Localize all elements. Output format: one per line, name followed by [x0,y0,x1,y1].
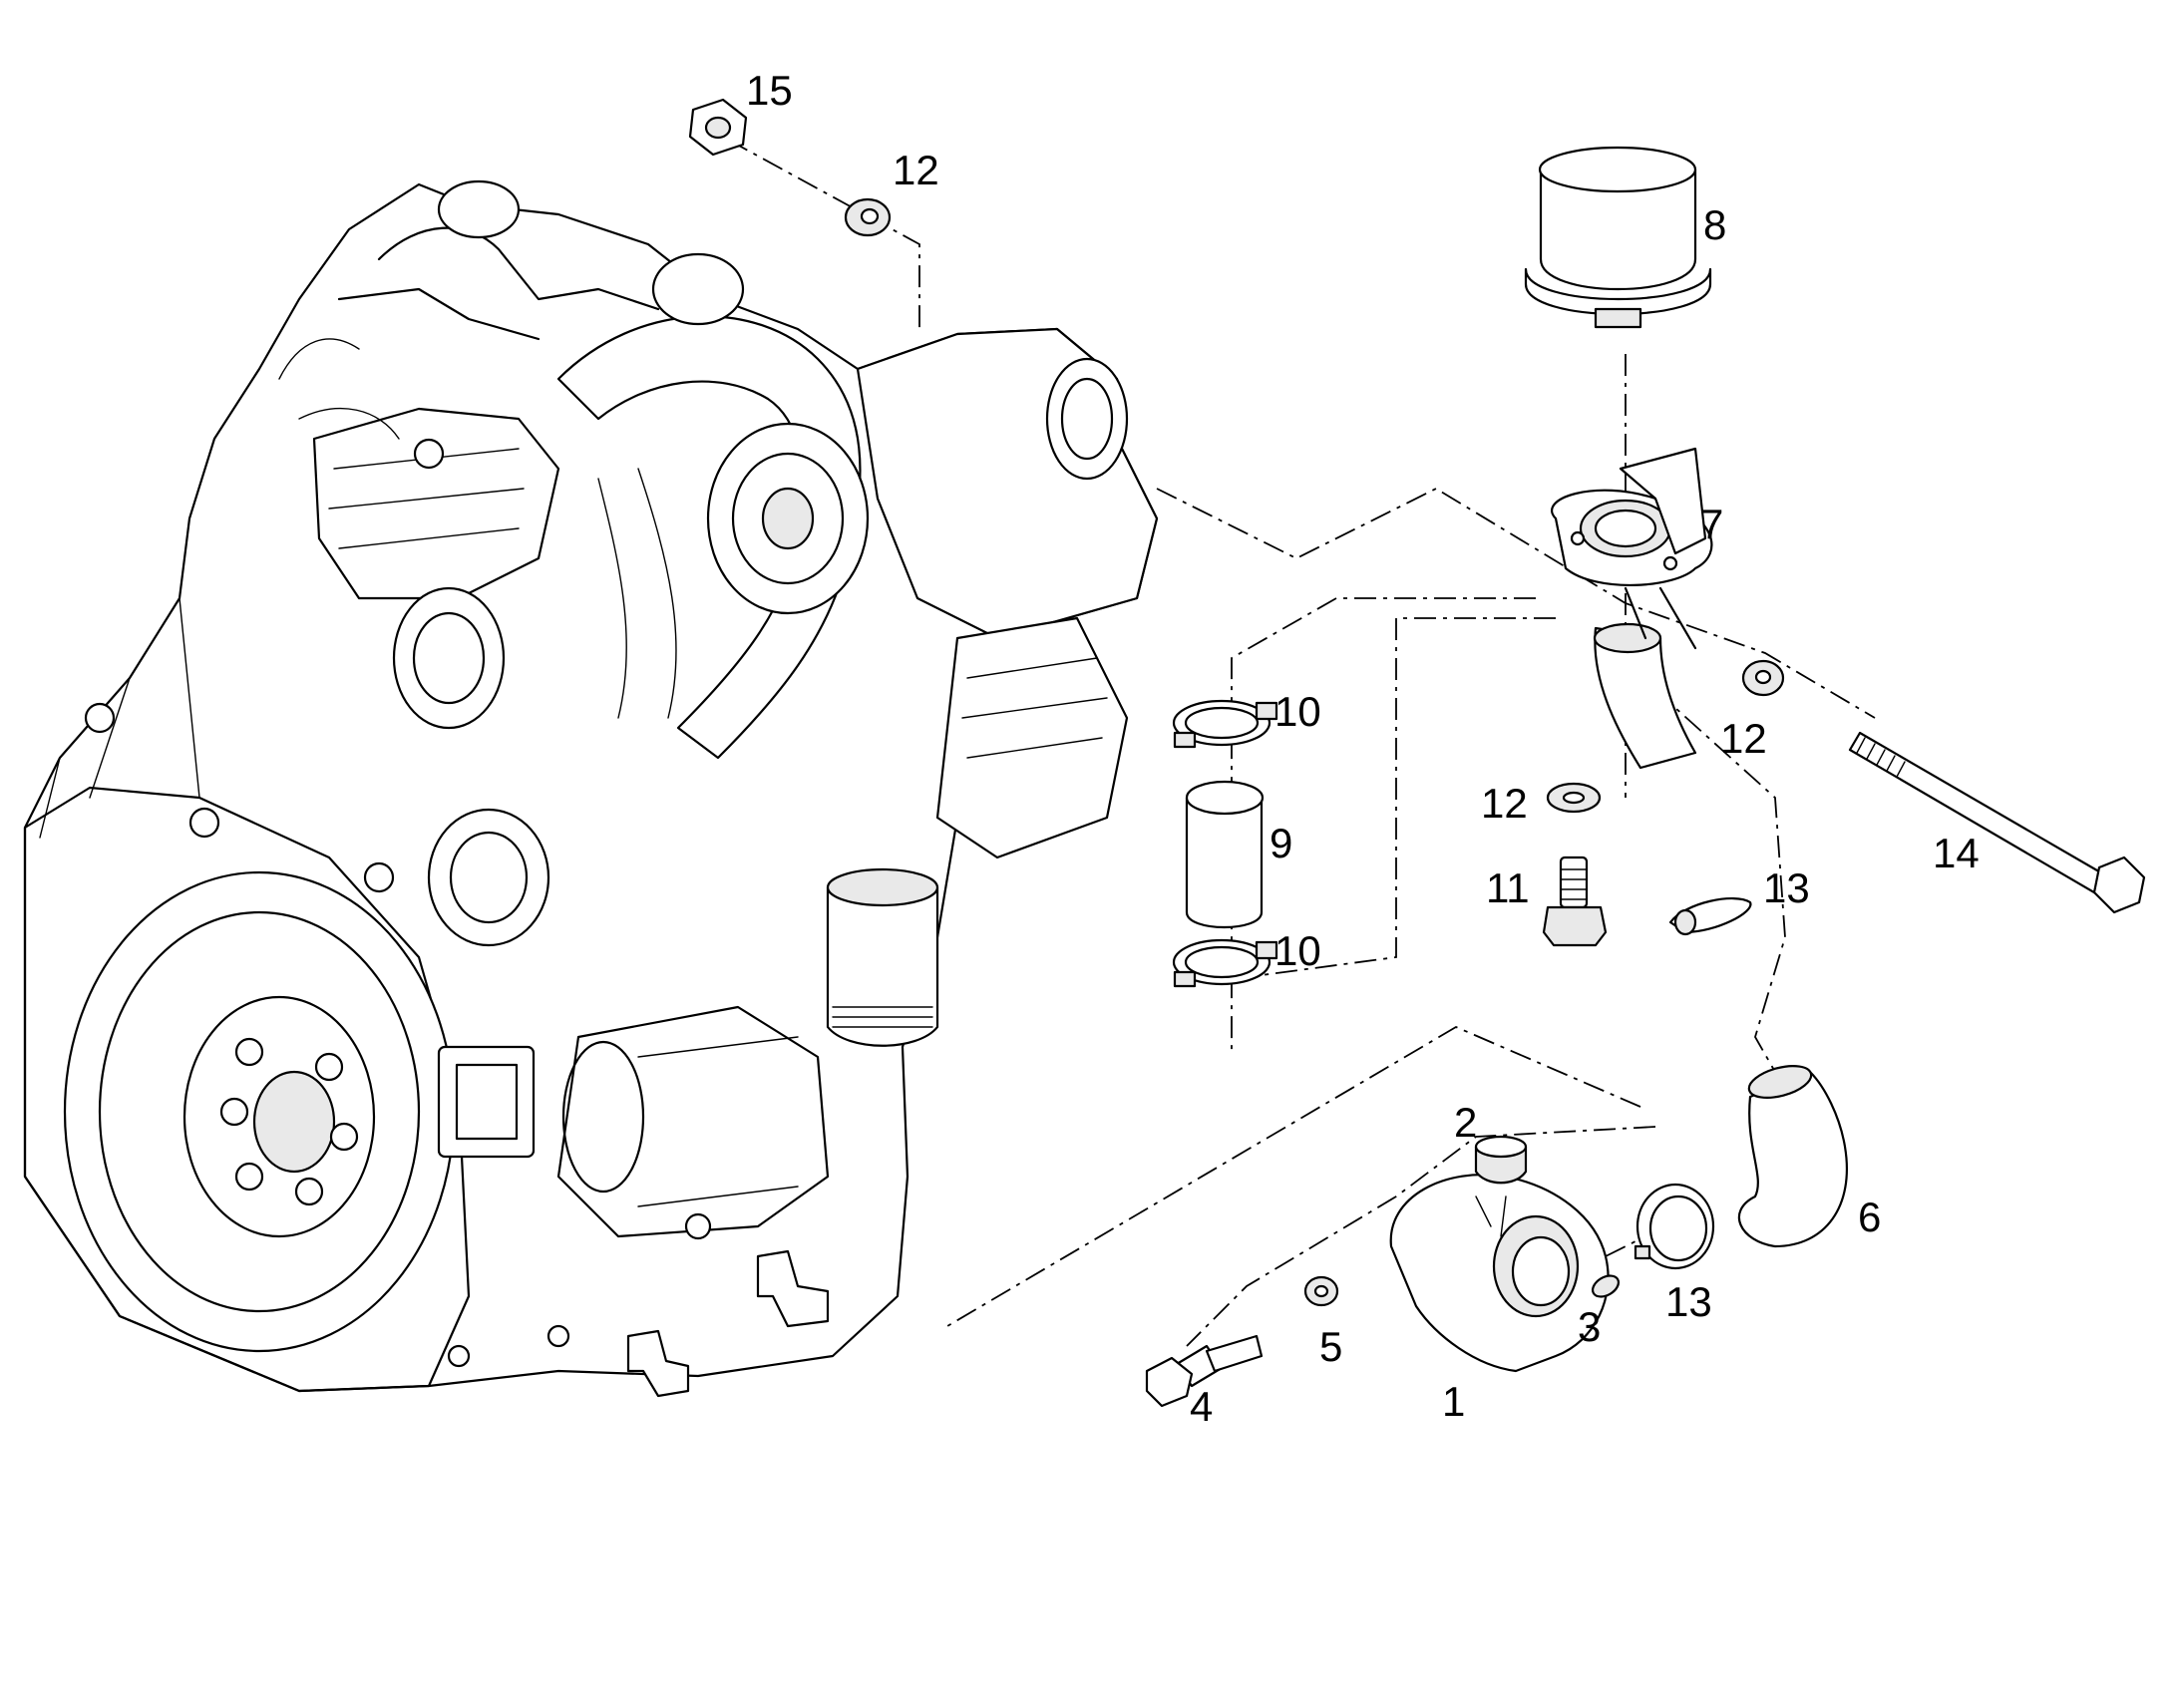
part-1-housing [1389,1174,1610,1373]
part-13-clip-upper [1668,897,1752,936]
part-14-long-bolt [1848,731,2146,914]
part-2-plug [1474,1135,1528,1185]
label-part-6: 6 [1858,1194,1881,1240]
label-part-13-upper: 13 [1763,864,1810,911]
part-12-washer-middle [1546,782,1602,814]
label-part-15: 15 [746,67,793,114]
part-number-labels: 15 12 8 7 10 12 12 9 14 11 13 10 2 6 13 … [746,67,1980,1430]
label-part-10-lower: 10 [1274,927,1321,974]
oil-filter [826,885,939,1047]
label-part-13-lower: 13 [1665,1278,1712,1325]
part-10-clamp-lower [1172,938,1278,988]
part-5-washer [1303,1275,1339,1307]
label-part-4: 4 [1190,1383,1213,1430]
part-12-washer-right [1741,659,1785,697]
part-9-hose-tube [1185,780,1265,928]
label-part-1: 1 [1442,1378,1465,1425]
label-part-12-middle: 12 [1481,780,1528,827]
label-part-9: 9 [1270,820,1292,866]
part-15-hex-nut [688,98,748,157]
flywheel-bolts [219,1037,359,1206]
part-12-washer-top [844,197,892,237]
label-part-14: 14 [1933,830,1980,876]
label-part-8: 8 [1703,201,1726,248]
label-part-5: 5 [1319,1323,1342,1370]
label-part-11: 11 [1486,864,1530,911]
engine-assembly [23,179,1159,1398]
label-part-12-right: 12 [1720,715,1767,762]
label-part-3: 3 [1578,1303,1601,1350]
part-13-clamp-ring-lower [1634,1183,1715,1270]
label-part-12-top: 12 [893,147,939,193]
label-part-2: 2 [1454,1099,1477,1146]
part-6-elbow-hose [1737,1065,1848,1248]
part-8-breather-filter [1524,146,1712,329]
part-10-clamp-upper [1172,699,1278,749]
leader-lines [727,139,1876,1347]
part-11-bolt [1542,855,1608,947]
part-7-bracket [1551,447,1713,770]
label-part-7: 7 [1700,501,1723,547]
part-3-spring [1591,1274,1621,1298]
label-part-10-upper: 10 [1274,688,1321,735]
part-4-bolt [1145,1334,1264,1408]
